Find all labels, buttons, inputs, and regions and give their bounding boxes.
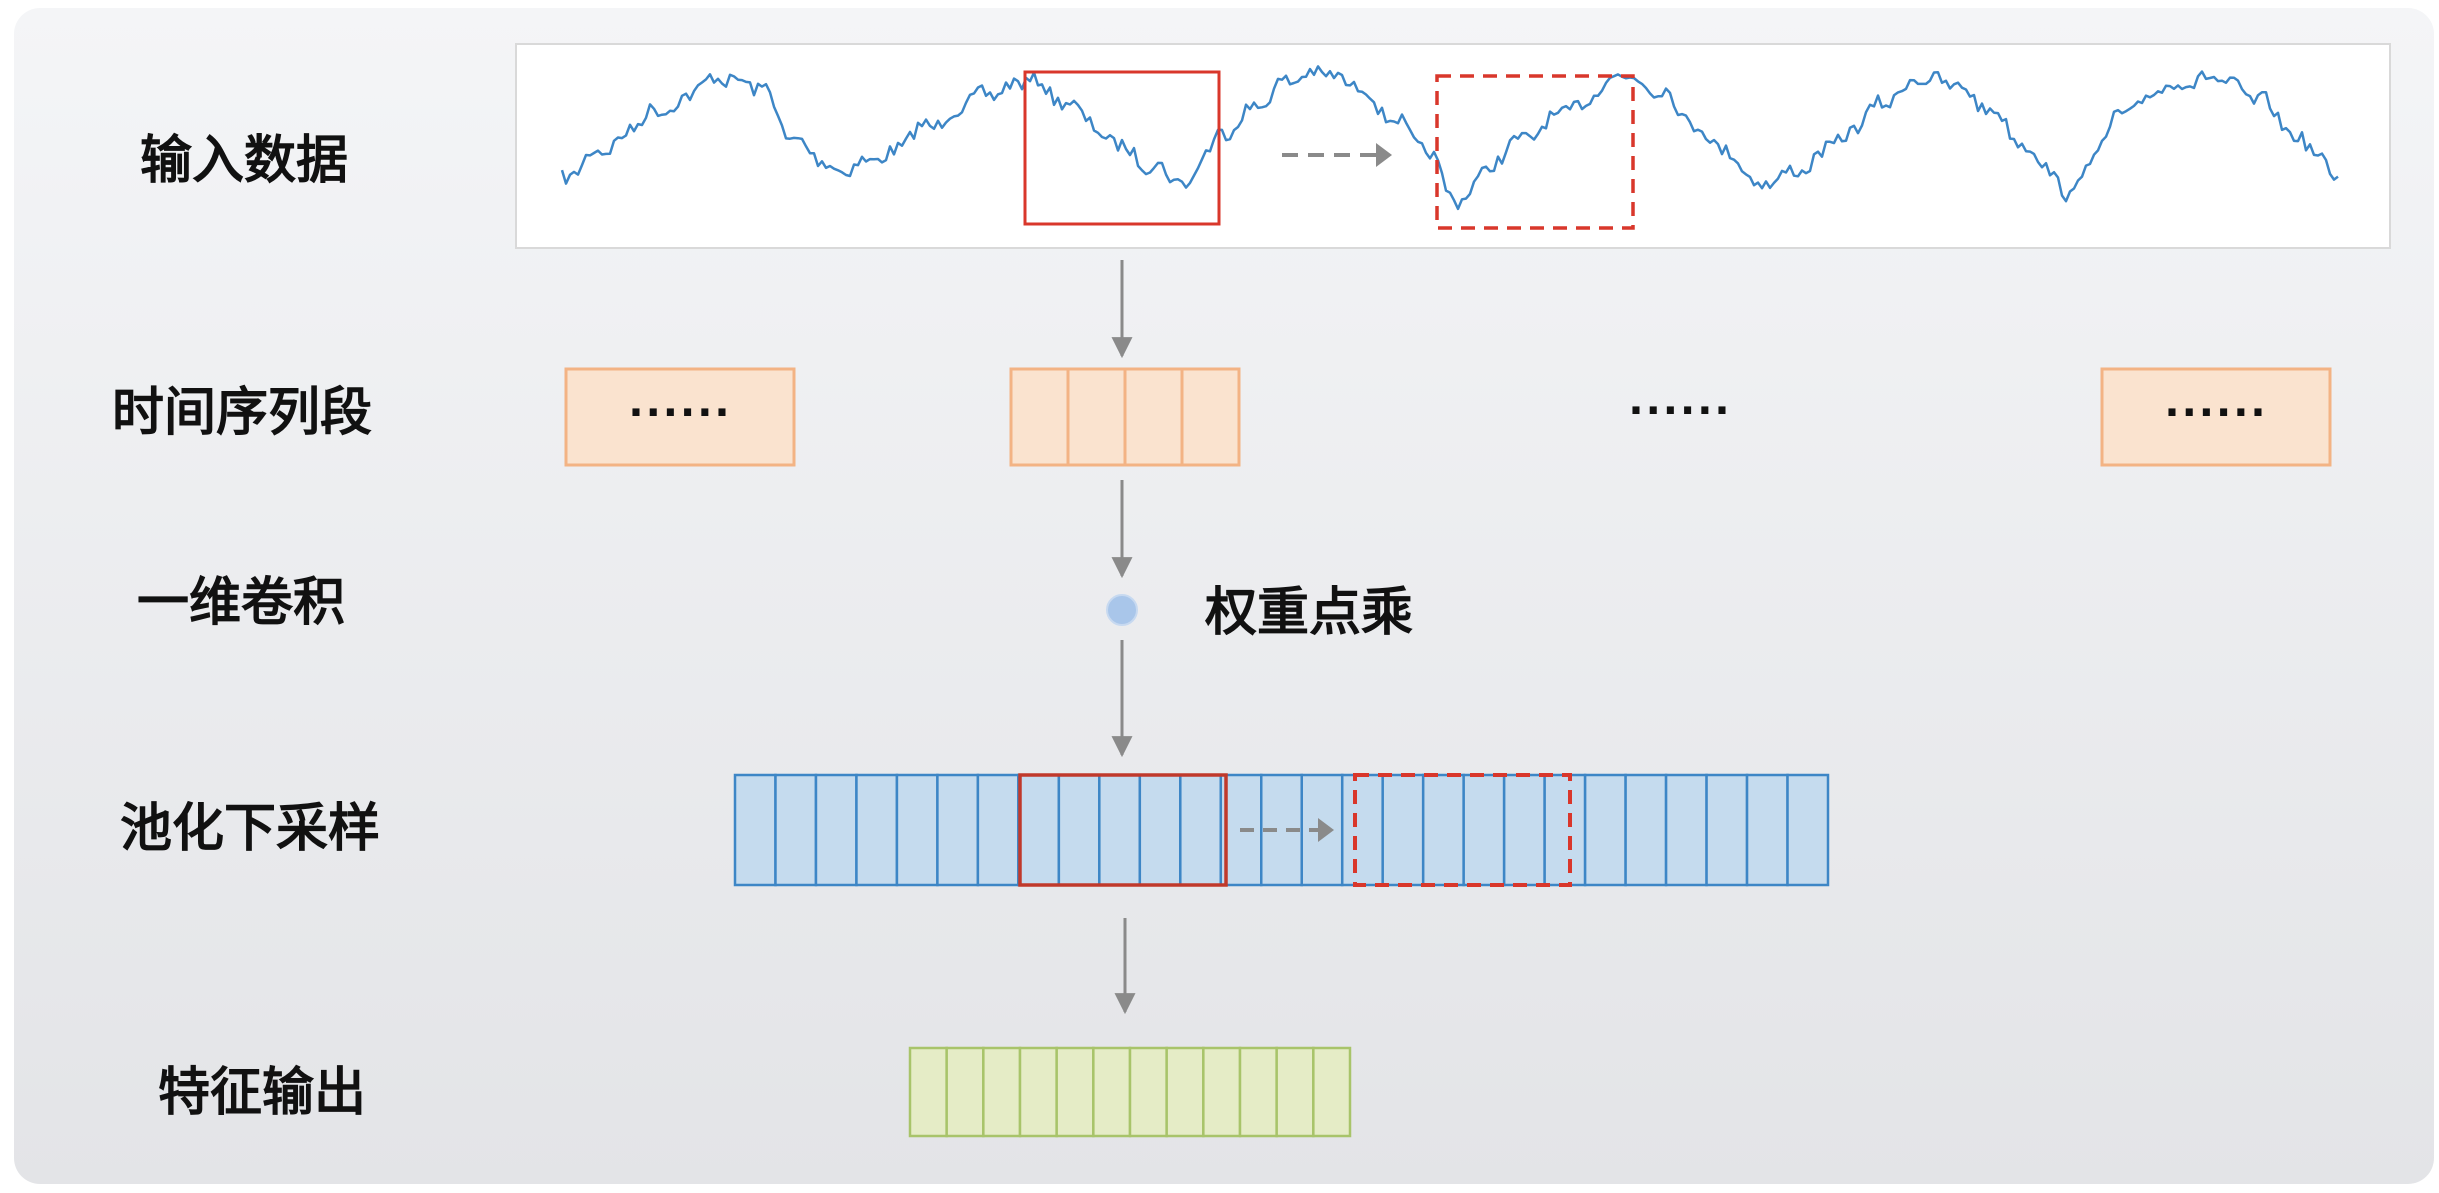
segment-left [564, 367, 796, 467]
pool-cell [1664, 773, 1708, 887]
output-cell [1312, 1046, 1352, 1138]
segment-left-ellipsis: ······ [628, 390, 731, 436]
output-cell [1202, 1046, 1242, 1138]
pool-cell [774, 773, 818, 887]
conv-window-current [1023, 70, 1221, 226]
output-cell [982, 1046, 1022, 1138]
segment-middle-cell [1066, 367, 1127, 467]
output-cell [1055, 1046, 1095, 1138]
pool-cell [1745, 773, 1789, 887]
weight-multiply-label: 权重点乘 [1204, 583, 1413, 643]
pool-window-current [1018, 773, 1228, 887]
input-signal-waveform [560, 65, 2339, 211]
pool-cell [1098, 773, 1142, 887]
pool-slide-arrowhead [1318, 818, 1334, 842]
pool-cell [814, 773, 858, 887]
pool-cell [1138, 773, 1182, 887]
conv-window-next [1435, 74, 1635, 230]
pool-cell [976, 773, 1020, 887]
output-cell [1238, 1046, 1278, 1138]
pool-cell [1381, 773, 1425, 887]
pool-cell [1502, 773, 1546, 887]
pool-cell [1624, 773, 1668, 887]
conv-node-dot [1106, 594, 1138, 626]
pool-cell [855, 773, 899, 887]
label-input-data: 输入数据 [140, 131, 348, 191]
output-cell [945, 1046, 985, 1138]
window-slide-arrowhead [1376, 143, 1392, 167]
pooling-feature-map [733, 773, 1830, 887]
feature-output-vector [908, 1046, 1352, 1138]
segments-gap-ellipsis: ······ [1628, 388, 1731, 434]
output-cell [1092, 1046, 1132, 1138]
segment-middle-cell [1009, 367, 1070, 467]
pool-cell [733, 773, 777, 887]
pool-cell [1057, 773, 1101, 887]
background-panel [14, 8, 2434, 1184]
label-feature-output: 特征输出 [158, 1063, 366, 1123]
pool-cell [1583, 773, 1627, 887]
segment-right [2100, 367, 2332, 467]
output-cell [908, 1046, 948, 1138]
pool-cell [1543, 773, 1587, 887]
output-cell [1128, 1046, 1168, 1138]
output-cell [1018, 1046, 1058, 1138]
output-cell [1165, 1046, 1205, 1138]
segment-middle-cell [1180, 367, 1241, 467]
pool-cell [1421, 773, 1465, 887]
pool-cell [936, 773, 980, 887]
pool-cell [1786, 773, 1830, 887]
segment-right-ellipsis: ······ [2164, 390, 2267, 436]
pool-cell [1340, 773, 1384, 887]
pool-cell [1462, 773, 1506, 887]
label-time-series-segment: 时间序列段 [112, 383, 372, 443]
label-1d-convolution: 一维卷积 [137, 573, 345, 633]
output-cell [1275, 1046, 1315, 1138]
pool-cell [895, 773, 939, 887]
segment-middle [1009, 367, 1241, 467]
pool-cell [1705, 773, 1749, 887]
label-pooling-downsample: 池化下采样 [120, 799, 380, 859]
segment-middle-cell [1123, 367, 1184, 467]
pool-cell [1017, 773, 1061, 887]
input-data-panel [515, 43, 2391, 249]
pool-cell [1179, 773, 1223, 887]
